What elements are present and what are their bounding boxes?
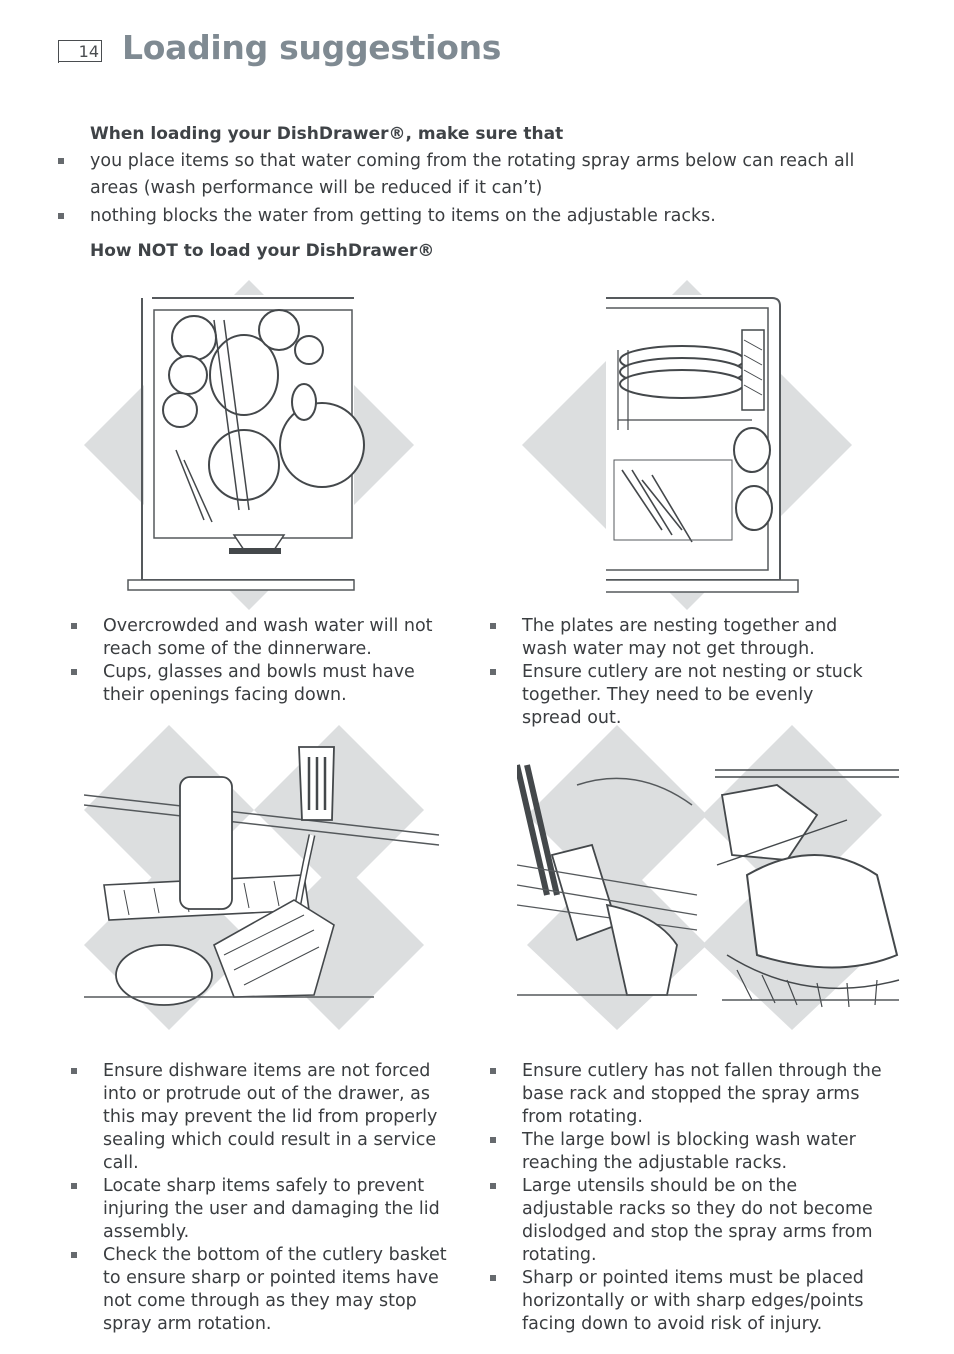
page-number: 14: [58, 40, 102, 63]
list-item: The plates are nesting together and wash…: [490, 615, 870, 661]
protruding-items-illustration: [84, 725, 444, 1030]
bottom-left-bullet-list: Ensure dishware items are not forced int…: [71, 1060, 459, 1336]
intro-bullet-list: you place items so that water coming fro…: [56, 148, 886, 231]
list-item: you place items so that water coming fro…: [56, 148, 886, 202]
list-item: Cups, glasses and bowls must have their …: [71, 661, 441, 707]
bullet-square-icon: [490, 669, 496, 675]
bullet-square-icon: [71, 1252, 77, 1258]
list-item: Large utensils should be on the adjustab…: [490, 1175, 890, 1267]
bullet-square-icon: [58, 213, 64, 219]
list-item: Overcrowded and wash water will not reac…: [71, 615, 441, 661]
bullet-square-icon: [490, 1137, 496, 1143]
bullet-square-icon: [71, 1183, 77, 1189]
list-item: Check the bottom of the cutlery basket t…: [71, 1244, 459, 1336]
list-item: Ensure dishware items are not forced int…: [71, 1060, 459, 1175]
how-not-heading: How NOT to load your DishDrawer®: [90, 241, 435, 261]
bullet-square-icon: [71, 623, 77, 629]
bullet-square-icon: [71, 669, 77, 675]
bullet-square-icon: [71, 1068, 77, 1074]
top-left-bullet-list: Overcrowded and wash water will not reac…: [71, 615, 441, 707]
list-item: nothing blocks the water from getting to…: [56, 203, 886, 230]
top-right-bullet-list: The plates are nesting together and wash…: [490, 615, 870, 730]
bullet-square-icon: [58, 158, 64, 164]
list-item: Ensure cutlery has not fallen through th…: [490, 1060, 890, 1129]
list-item: Ensure cutlery are not nesting or stuck …: [490, 661, 870, 730]
nested-plates-illustration: [522, 280, 852, 610]
list-item: The large bowl is blocking wash water re…: [490, 1129, 890, 1175]
list-item: Sharp or pointed items must be placed ho…: [490, 1267, 890, 1336]
intro-heading: When loading your DishDrawer®, make sure…: [90, 124, 564, 144]
bullet-square-icon: [490, 1183, 496, 1189]
list-item: Locate sharp items safely to prevent inj…: [71, 1175, 459, 1244]
bullet-square-icon: [490, 623, 496, 629]
blocked-spray-illustration: [517, 725, 902, 1030]
bullet-square-icon: [490, 1275, 496, 1281]
bottom-right-bullet-list: Ensure cutlery has not fallen through th…: [490, 1060, 890, 1336]
bullet-square-icon: [490, 1068, 496, 1074]
page-title: Loading suggestions: [122, 28, 502, 67]
overcrowded-drawer-illustration: [84, 280, 414, 610]
